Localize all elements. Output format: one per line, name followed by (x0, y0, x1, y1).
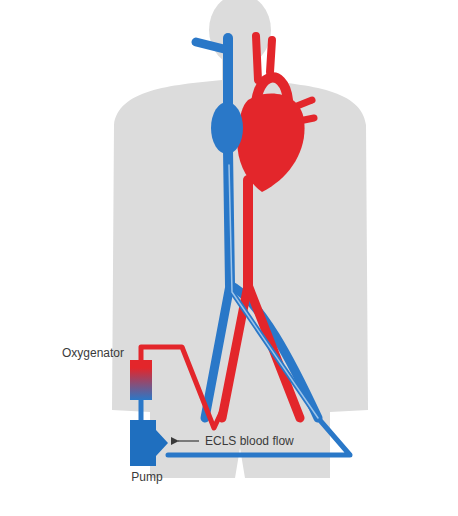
arterial-return-line (141, 347, 226, 428)
artery-branch (270, 40, 272, 72)
heart-ventricles (237, 94, 304, 192)
right-atrium (211, 102, 243, 154)
body-silhouette (112, 0, 368, 478)
descending-aorta (243, 180, 253, 285)
vessels (196, 36, 318, 418)
component-label: Pump (131, 470, 162, 484)
torso (112, 80, 368, 478)
oxygenator-box: Oxygenator (130, 360, 152, 400)
heart (211, 94, 305, 192)
pump-shape (126, 420, 168, 466)
circuit-tubing (139, 400, 144, 420)
flow-arrow (178, 440, 199, 441)
vein-branch (196, 42, 228, 50)
flow-label: ECLS blood flow (205, 434, 294, 448)
pump-body (130, 420, 168, 466)
pump-symbol: Pump (126, 420, 168, 466)
cannula-in-vein (229, 165, 318, 418)
component-label: Oxygenator (62, 346, 124, 360)
ecls-cannulas (141, 165, 350, 455)
iliac-artery (222, 285, 248, 418)
artery-branch (256, 36, 258, 80)
venous-drainage-line (168, 165, 350, 455)
